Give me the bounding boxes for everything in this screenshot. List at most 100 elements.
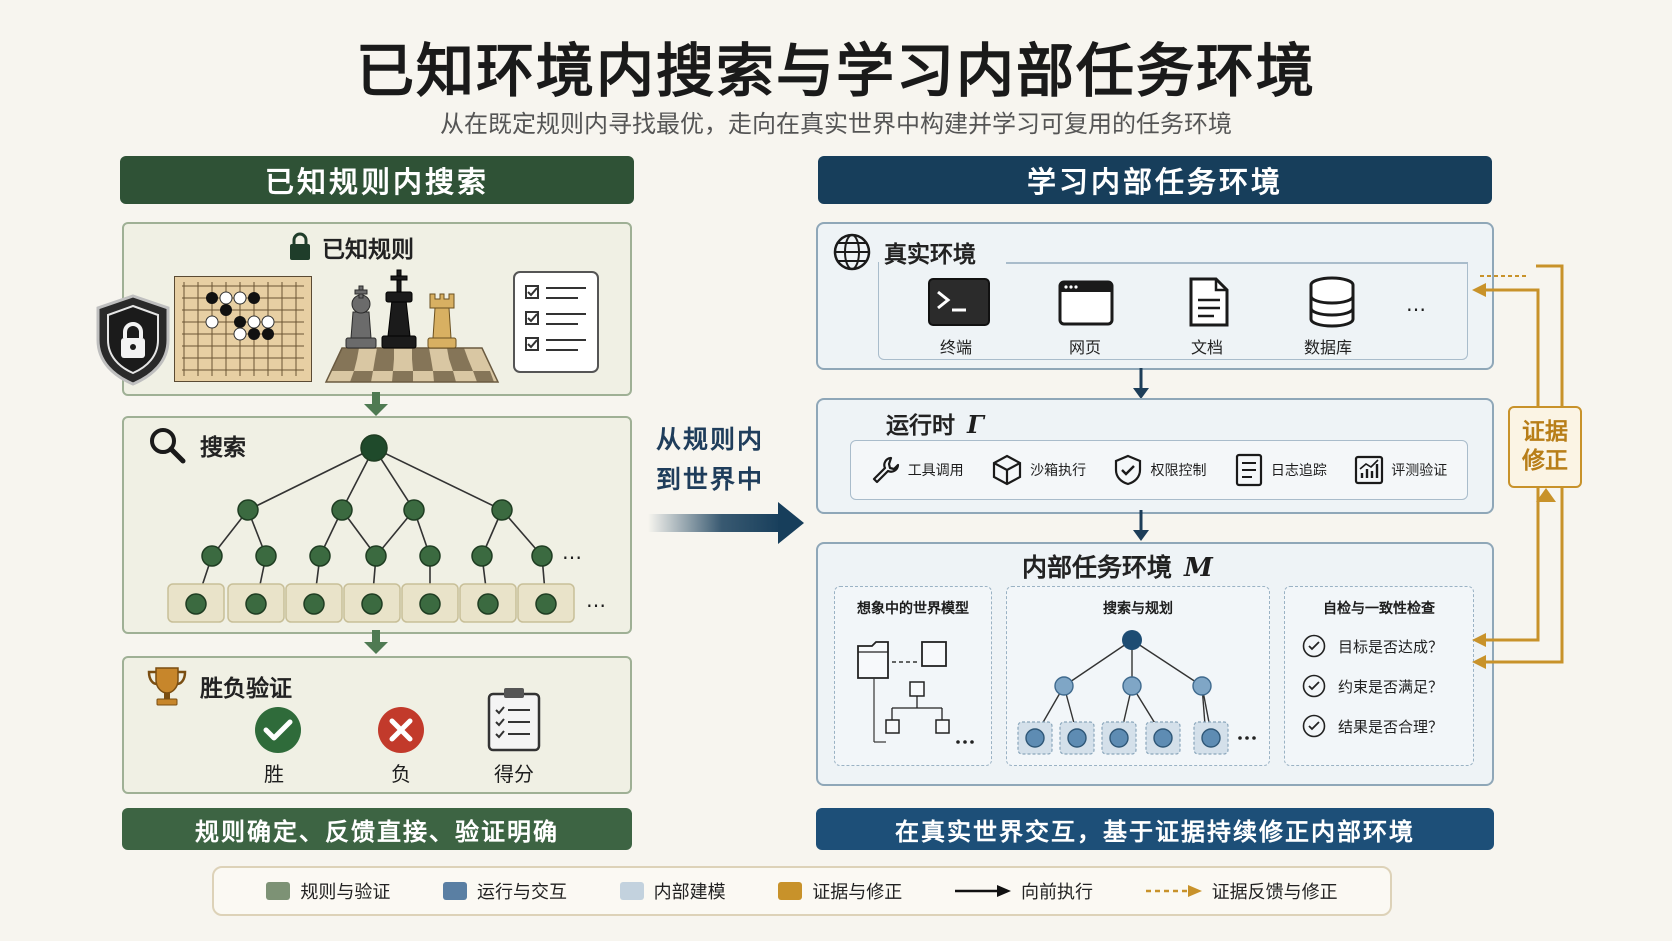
self-check-item: 结果是否合理？ (1302, 714, 1443, 738)
runtime-item: 工具调用 (871, 455, 964, 485)
self-check-item-text: 约束是否满足？ (1338, 677, 1444, 696)
webpage-icon (1058, 280, 1114, 326)
up-arrow-icon (1536, 488, 1556, 502)
self-check-item-text: 结果是否合理？ (1338, 717, 1444, 736)
runtime-item: 评测验证 (1354, 455, 1447, 485)
real-env-label: 真实环境 (884, 242, 976, 268)
search-title: 搜索 (148, 426, 246, 464)
legend-item: 运行与交互 (442, 878, 567, 904)
document-icon (1189, 277, 1229, 327)
legend-item: 证据与修正 (778, 878, 902, 904)
check-circle-icon (1302, 714, 1326, 738)
env-item-document: 文档 (1191, 338, 1224, 357)
globe-icon (833, 233, 871, 271)
evaluation-chart-icon (1355, 455, 1384, 485)
right-footer: 在真实世界交互，基于证据持续修正内部环境 (816, 808, 1494, 850)
solid-arrow-icon (954, 885, 1011, 897)
check-circle-icon (1302, 634, 1326, 658)
known-rules-title: 已知规则 (288, 230, 414, 264)
right-header: 学习内部任务环境 (818, 156, 1492, 204)
legend-forward-label: 向前执行 (1020, 882, 1093, 903)
check-circle-icon (255, 707, 301, 753)
legend-label: 运行与交互 (476, 882, 567, 903)
middle-label-line2: 到世界中 (656, 465, 765, 494)
legend-item: 向前执行 (954, 878, 1093, 904)
terminal-icon (928, 278, 990, 326)
real-env-tray-top (1006, 262, 1468, 264)
evidence-line1: 证据 (1522, 419, 1568, 446)
evidence-line2: 修正 (1522, 448, 1568, 474)
trophy-icon (147, 667, 187, 706)
verify-panel (122, 656, 632, 794)
win-label: 胜 (264, 762, 284, 786)
env-ellipsis: … (1406, 292, 1426, 316)
runtime-item: 沙箱执行 (991, 454, 1086, 486)
legend-feedback-label: 证据反馈与修正 (1211, 882, 1338, 903)
world-model-diagram (857, 641, 974, 744)
legend-swatch (442, 882, 467, 900)
internal-env-title: 内部任务环境 M (1022, 548, 1213, 584)
legend-label: 内部建模 (653, 882, 726, 903)
left-footer: 规则确定、反馈直接、验证明确 (122, 808, 632, 850)
score-label: 得分 (494, 762, 534, 786)
self-check-item-text: 目标是否达成？ (1338, 637, 1444, 656)
log-icon (1235, 453, 1262, 487)
checklist-icon (513, 271, 599, 373)
self-check-item: 目标是否达成？ (1302, 634, 1443, 658)
internal-env-symbol: M (1184, 553, 1213, 583)
known-rules-label: 已知规则 (322, 237, 414, 263)
legend-label: 规则与验证 (300, 882, 391, 903)
runtime-item: 权限控制 (1113, 454, 1206, 486)
evidence-correction-badge: 证据 修正 (1508, 406, 1582, 488)
search-tree-diagram (167, 434, 575, 623)
search-ellipsis-2: … (586, 588, 606, 612)
wrench-icon (872, 456, 899, 484)
legend-item: 内部建模 (619, 878, 726, 904)
search-label: 搜索 (200, 435, 246, 461)
search-ellipsis-1: … (562, 540, 582, 564)
go-board-icon (174, 276, 312, 382)
transition-arrow-icon (648, 502, 804, 544)
runtime-item: 日志追踪 (1234, 453, 1327, 487)
shield-check-icon (1115, 454, 1142, 486)
self-check-item: 约束是否满足？ (1302, 674, 1443, 698)
self-check-list: 目标是否达成？ 约束是否满足？ 结果是否合理？ (1302, 634, 1443, 738)
legend-swatch (778, 882, 803, 900)
scorecard-icon (487, 688, 541, 752)
runtime-title: 运行时 Γ (886, 406, 984, 440)
search-plan-label: 搜索与规划 (1103, 601, 1173, 617)
world-model-label: 想象中的世界模型 (857, 601, 969, 617)
verify-label: 胜负验证 (200, 676, 292, 702)
legend-label: 证据与修正 (812, 882, 903, 903)
verify-title: 胜负验证 (146, 664, 292, 708)
magnifier-icon (150, 428, 186, 464)
chess-icon (324, 269, 500, 383)
page-title: 已知环境内搜索与学习内部任务环境 (355, 37, 1316, 105)
left-header: 已知规则内搜索 (120, 156, 634, 204)
runtime-item-label: 沙箱执行 (1030, 463, 1087, 479)
env-item-database: 数据库 (1304, 338, 1353, 357)
legend-item: 证据反馈与修正 (1145, 878, 1338, 904)
down-arrow-icon (1133, 510, 1149, 541)
real-env-title: 真实环境 (832, 232, 988, 272)
cross-circle-icon (378, 707, 424, 753)
page-subtitle: 从在既定规则内寻找最优，走向在真实世界中构建并学习可复用的任务环境 (440, 110, 1232, 138)
legend-swatch (619, 882, 644, 900)
runtime-tray: 工具调用 沙箱执行 权限控制 日志追踪 评测验证 (850, 440, 1468, 500)
legend-swatch (266, 882, 291, 900)
lock-icon (290, 232, 310, 260)
env-item-terminal: 终端 (940, 338, 973, 357)
sandbox-cube-icon (992, 454, 1022, 486)
search-plan-tree (1017, 630, 1256, 755)
down-arrow-icon (1133, 368, 1149, 399)
self-check-label: 自检与一致性检查 (1323, 601, 1435, 617)
check-circle-icon (1302, 674, 1326, 698)
down-arrow-icon (364, 630, 388, 654)
runtime-item-label: 工具调用 (907, 463, 964, 479)
middle-label-line1: 从规则内 (656, 425, 765, 454)
runtime-item-label: 权限控制 (1150, 463, 1207, 479)
runtime-item-label: 评测验证 (1391, 463, 1448, 479)
down-arrow-icon (364, 392, 388, 416)
real-env-tray (878, 262, 1468, 360)
legend-item: 规则与验证 (266, 878, 390, 904)
